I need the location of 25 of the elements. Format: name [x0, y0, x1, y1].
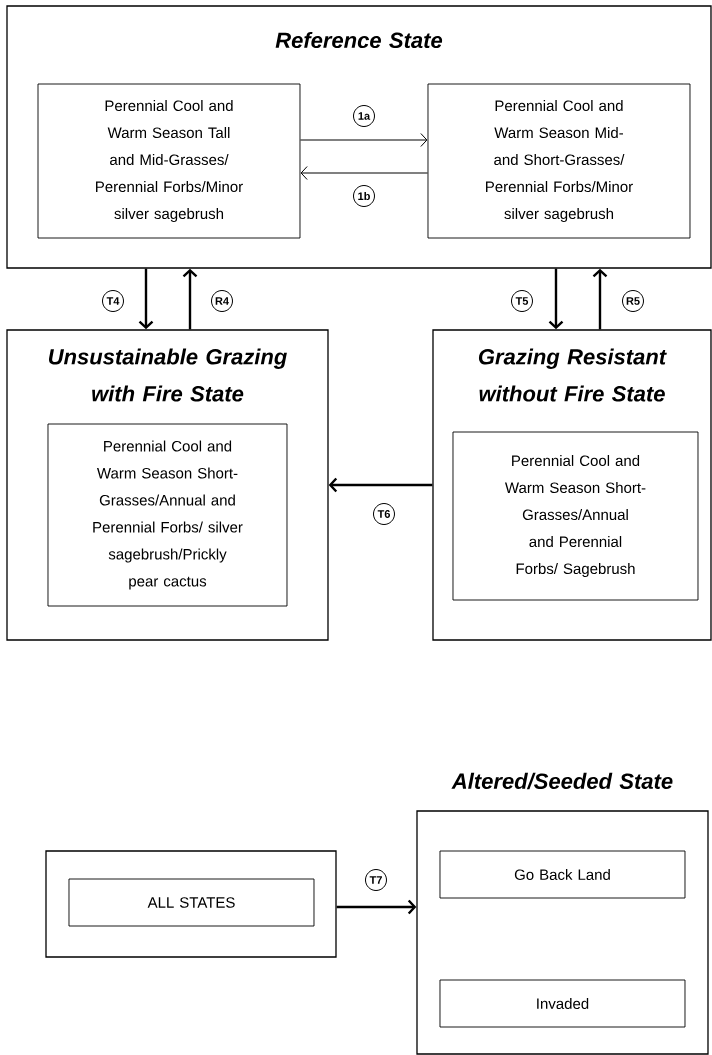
- community-box: Perennial Cool and Warm Season Mid-and Short-Grasses/ Perennial Forbs/Minor silver sagebrush: [427, 83, 691, 239]
- node-label: Altered/Seeded State: [451, 772, 673, 790]
- arrow: [299, 133, 428, 147]
- arrow: [336, 899, 417, 915]
- edge-label: T6: [373, 503, 395, 525]
- edge-label: R4: [211, 290, 233, 312]
- community-box: Go Back Land: [439, 850, 686, 899]
- community-box: Perennial Cool and Warm Season Tall and Mid-Grasses/ Perennial Forbs/Minor silver sagebrush: [37, 83, 301, 239]
- community-box: ALL STATES: [68, 878, 315, 927]
- arrow: [328, 477, 433, 493]
- edge-label: T5: [511, 290, 533, 312]
- community-box: Perennial Cool and Warm Season Short-Grasses/Annual and Perennial Forbs/ Sagebrush: [452, 431, 699, 601]
- arrow: [138, 268, 154, 330]
- edge-label: 1b: [353, 185, 375, 207]
- arrow: [182, 268, 198, 330]
- edge-label: T4: [102, 290, 124, 312]
- arrow: [592, 268, 608, 330]
- edge-label: R5: [622, 290, 644, 312]
- edge-label: 1a: [353, 105, 375, 127]
- arrow: [548, 268, 564, 330]
- box: [45, 850, 337, 958]
- community-box: Perennial Cool and Warm Season Short-Grasses/Annual and Perennial Forbs/ silver sagebrush/Prickly pear cactus: [47, 423, 288, 607]
- edge-label: T7: [365, 869, 387, 891]
- arrow: [300, 166, 429, 180]
- community-box: Invaded: [439, 979, 686, 1028]
